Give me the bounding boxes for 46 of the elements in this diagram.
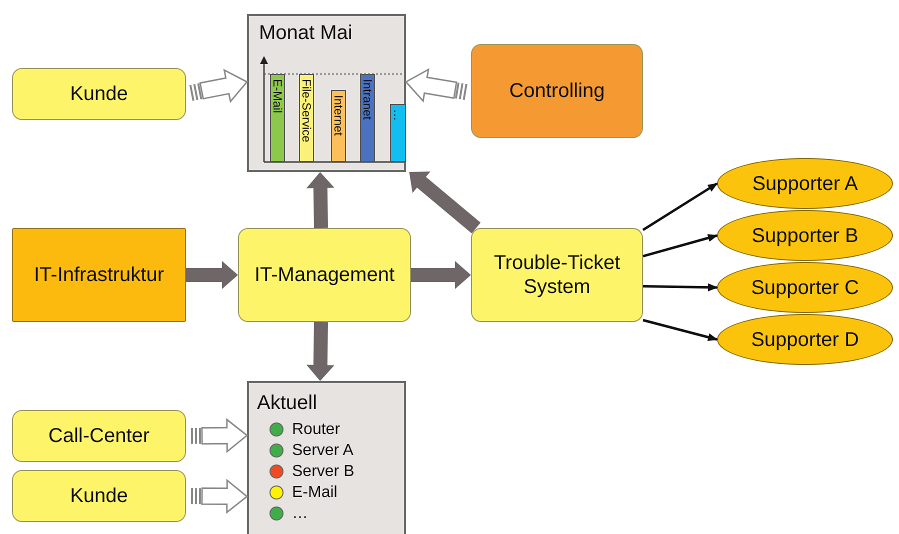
- arrow: [642, 182, 718, 231]
- status-item: Server A: [292, 440, 354, 460]
- node-label: Supporter C: [751, 276, 859, 300]
- process-box: [471, 228, 643, 322]
- process-box: [471, 44, 643, 138]
- chart-panel: [247, 14, 406, 172]
- node-label: IT-Management: [254, 263, 395, 287]
- node-label: Supporter B: [752, 224, 858, 248]
- status-item: Server B: [292, 462, 354, 482]
- process-box: [238, 228, 411, 322]
- status-item: Router: [292, 420, 340, 440]
- chart-bar: [360, 74, 375, 162]
- node-label: Supporter A: [752, 172, 858, 196]
- bar-label: E-Mail: [272, 79, 284, 116]
- arrow: [642, 283, 718, 292]
- panel-title: Aktuell: [257, 391, 318, 415]
- process-box: [12, 470, 186, 522]
- block-arrow: [411, 261, 471, 289]
- node-label: Kunde: [70, 82, 128, 106]
- status-item: E-Mail: [292, 482, 338, 502]
- bar-label: File-Service: [300, 79, 312, 144]
- bar-label: Intranet: [362, 79, 374, 122]
- block-arrow: [306, 172, 334, 228]
- bar-label: Internet: [332, 95, 344, 138]
- panel-title: Monat Mai: [259, 21, 352, 45]
- process-box: [12, 68, 186, 120]
- block-arrow: [306, 322, 334, 381]
- status-item: …: [292, 504, 308, 524]
- block-arrow: [409, 172, 481, 234]
- process-box: [12, 228, 186, 322]
- node-label: Kunde: [70, 484, 128, 508]
- node-label: IT-Infrastruktur: [34, 263, 164, 287]
- chart-bar: [331, 90, 346, 162]
- status-panel: [247, 381, 406, 534]
- block-arrow: [186, 261, 238, 289]
- node-label: Trouble-Ticket System: [492, 251, 622, 299]
- process-box: [12, 410, 186, 462]
- node-label: Call-Center: [48, 424, 150, 448]
- arrow: [642, 234, 718, 258]
- chart-bar: [299, 74, 314, 162]
- bar-label: …: [392, 109, 404, 123]
- chart-bar: [390, 104, 406, 162]
- node-label: Supporter D: [751, 328, 859, 352]
- arrow: [642, 318, 718, 342]
- chart-bar: [270, 74, 285, 162]
- node-label: Controlling: [509, 79, 605, 103]
